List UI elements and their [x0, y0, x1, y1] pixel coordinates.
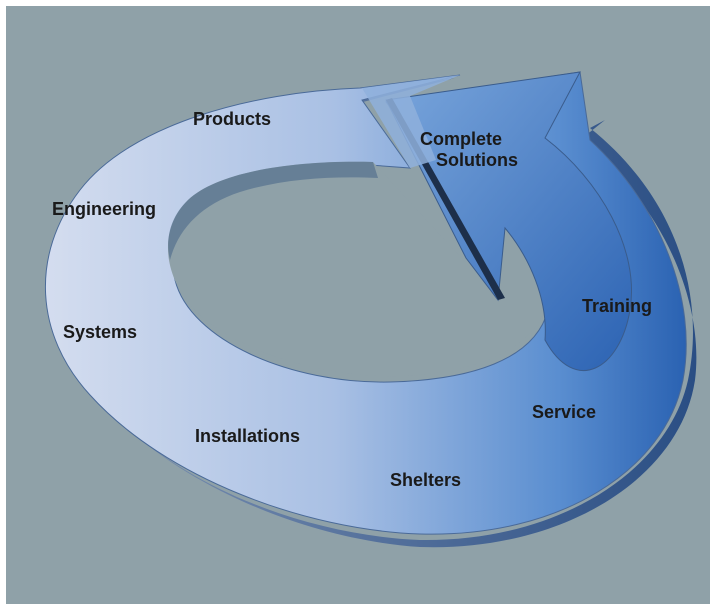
products-arrow-head: [362, 75, 460, 168]
label-solutions: Solutions: [436, 150, 518, 170]
label-complete: Complete: [420, 129, 502, 149]
label-service: Service: [532, 402, 596, 422]
label-shelters: Shelters: [390, 470, 461, 490]
label-engineering: Engineering: [52, 199, 156, 219]
label-products: Products: [193, 109, 271, 129]
label-group: Products Complete Solutions Engineering …: [52, 109, 652, 490]
ring-inner-hole: [167, 161, 548, 377]
label-systems: Systems: [63, 322, 137, 342]
inner-hole-depth: [168, 161, 378, 260]
label-training: Training: [582, 296, 652, 316]
label-installations: Installations: [195, 426, 300, 446]
solutions-arrow-head: [385, 71, 632, 371]
